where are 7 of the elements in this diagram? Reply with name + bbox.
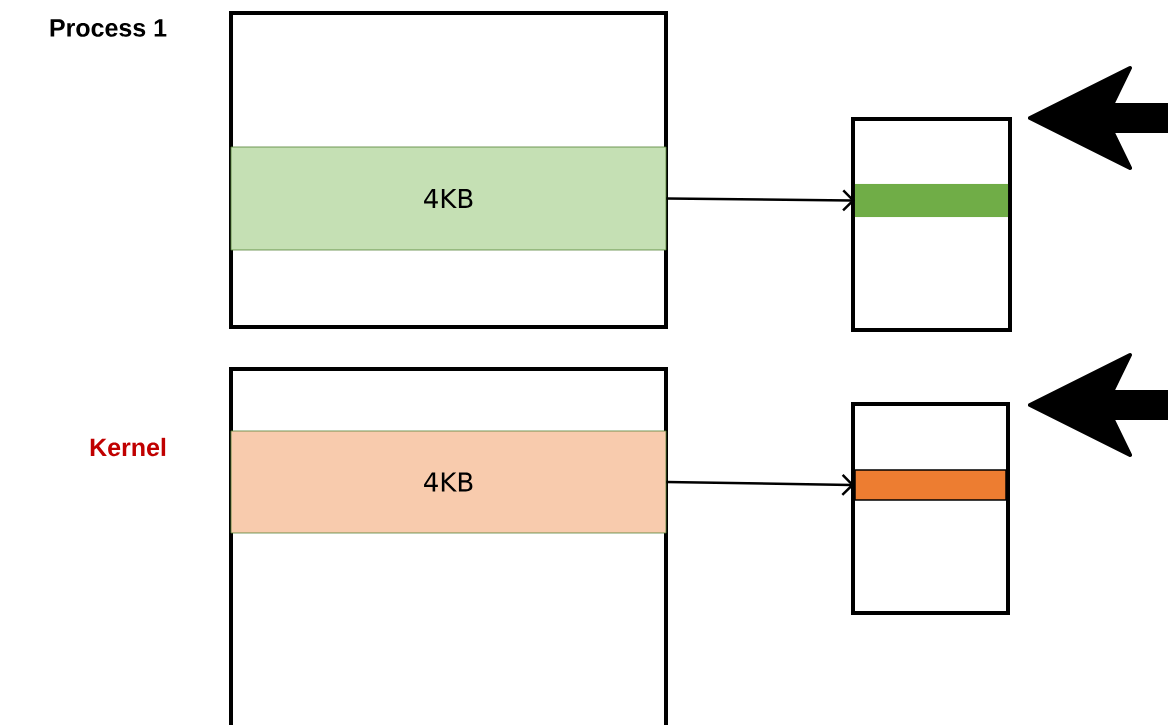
arrow bbox=[666, 189, 855, 212]
memory-band: 4KB bbox=[230, 146, 667, 251]
memory-bar bbox=[854, 183, 1009, 218]
memory-band: 4KB bbox=[230, 430, 667, 534]
heading: Process 1 bbox=[50, 19, 167, 37]
heading: Kernel bbox=[90, 437, 166, 457]
memory-bar bbox=[854, 469, 1007, 501]
